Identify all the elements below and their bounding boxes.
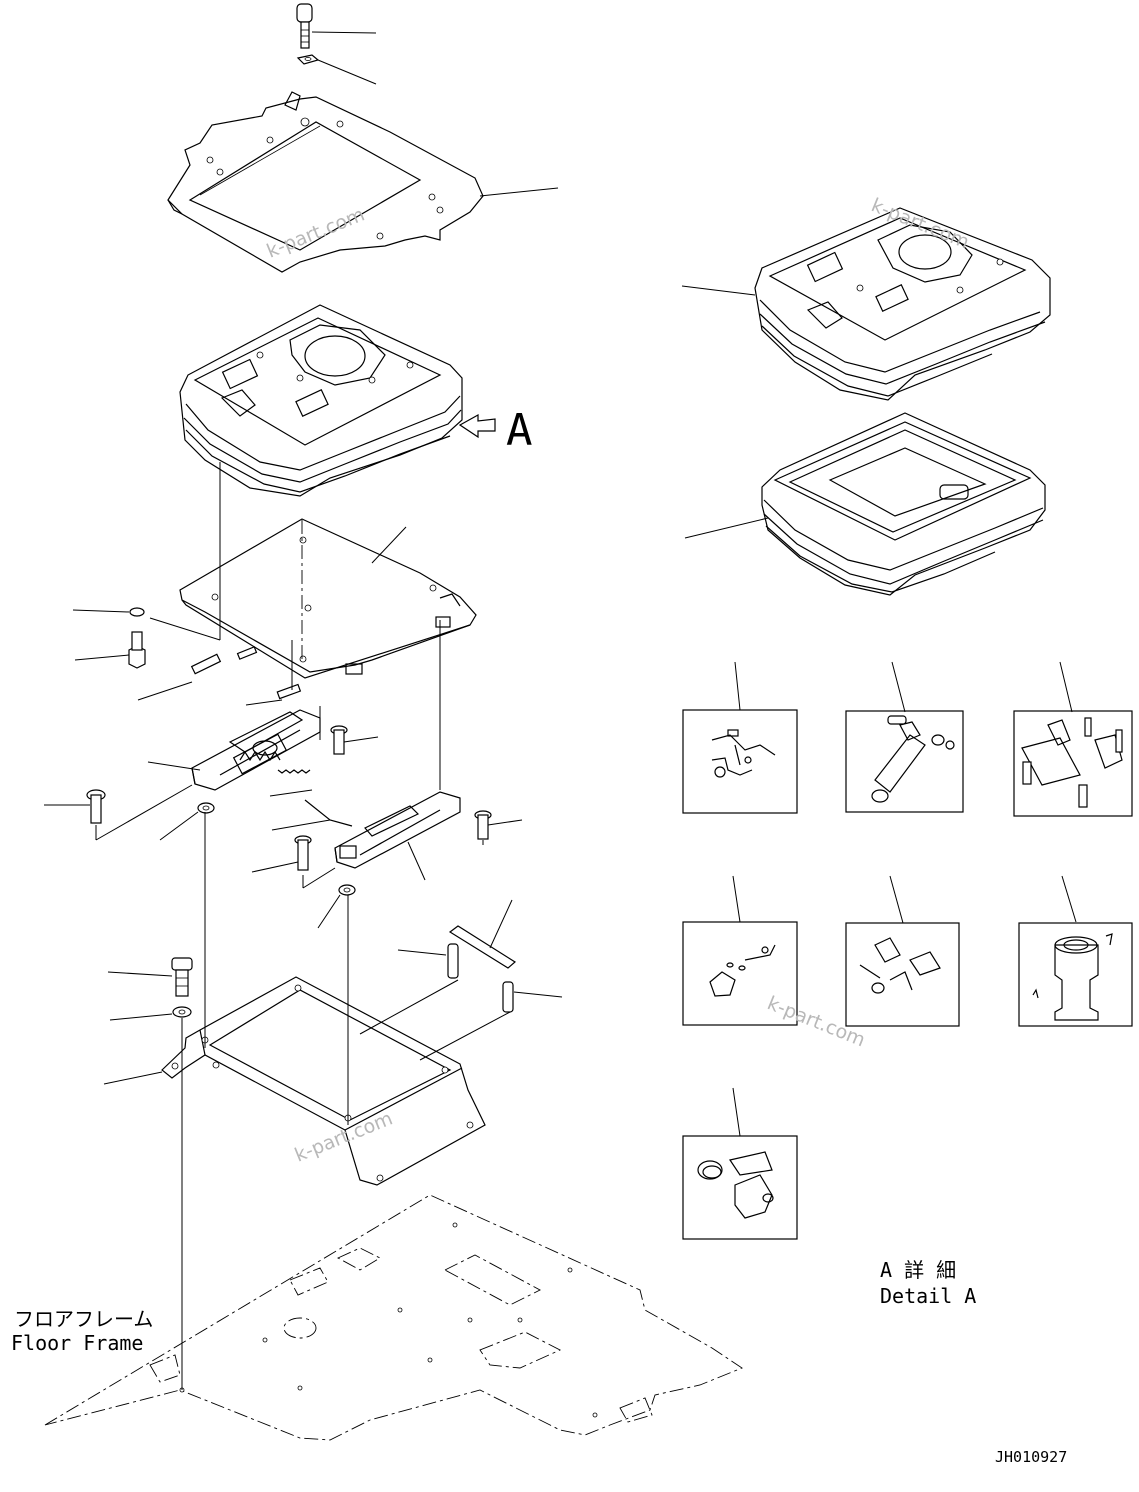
leader-detail-2 bbox=[891, 661, 906, 713]
rail-pin-lower[interactable] bbox=[276, 683, 302, 700]
detail-label-en: Detail A bbox=[880, 1284, 976, 1308]
detail-box-3[interactable] bbox=[1013, 710, 1133, 817]
leader-detail-6 bbox=[1061, 875, 1077, 923]
top-bolt[interactable] bbox=[296, 3, 313, 49]
seat-base-plate[interactable] bbox=[179, 518, 477, 679]
washer-left-1[interactable] bbox=[197, 802, 215, 814]
leader-suspension-right bbox=[681, 285, 756, 296]
seat-suspension-left[interactable] bbox=[179, 304, 463, 497]
suspension-bellows[interactable] bbox=[761, 412, 1046, 596]
washer-lower[interactable] bbox=[172, 1006, 192, 1018]
detail-box-5[interactable] bbox=[845, 922, 960, 1027]
view-arrow-label: A bbox=[506, 405, 533, 456]
leader-bellows bbox=[684, 517, 769, 539]
leader-detail-7 bbox=[732, 1087, 741, 1137]
leader-detail-5 bbox=[889, 875, 904, 924]
rail-pin-upper[interactable] bbox=[190, 653, 222, 675]
bolt-left-2[interactable] bbox=[86, 789, 106, 824]
bolt-left-1[interactable] bbox=[128, 607, 146, 669]
pin-upper[interactable] bbox=[447, 943, 459, 979]
alignment-lines bbox=[95, 462, 511, 1390]
floor-label-en: Floor Frame bbox=[11, 1331, 143, 1355]
detail-box-1[interactable] bbox=[682, 709, 798, 814]
watermark-3: k-part.com bbox=[764, 992, 868, 1051]
bolt-mid-2[interactable] bbox=[294, 835, 312, 871]
bolt-mid-1[interactable] bbox=[330, 725, 348, 755]
detail-box-7[interactable] bbox=[682, 1135, 798, 1240]
right-slide-rail[interactable] bbox=[334, 791, 461, 869]
floor-frame bbox=[44, 1194, 743, 1441]
rail-pin-small[interactable] bbox=[236, 646, 258, 660]
pin-lower[interactable] bbox=[502, 981, 514, 1013]
seat-base-bracket[interactable] bbox=[161, 976, 486, 1186]
seat-mount-bracket[interactable] bbox=[167, 91, 484, 273]
adjuster-spring[interactable] bbox=[277, 769, 353, 827]
leader-detail-4 bbox=[732, 875, 741, 923]
bolt-right-1[interactable] bbox=[474, 810, 492, 840]
floor-label-jp: フロアフレーム bbox=[14, 1307, 153, 1331]
bolt-lower-large[interactable] bbox=[171, 957, 193, 997]
seat-suspension-right[interactable] bbox=[754, 207, 1051, 401]
left-slide-rail[interactable] bbox=[191, 709, 321, 791]
view-arrow-a bbox=[458, 413, 496, 439]
detail-label-jp: A 詳 細 bbox=[880, 1258, 956, 1282]
detail-box-6-knob[interactable] bbox=[1018, 922, 1133, 1027]
detail-box-2-damper[interactable] bbox=[845, 710, 964, 813]
leader-lines-left bbox=[44, 31, 563, 1085]
lock-bar[interactable] bbox=[448, 925, 517, 969]
drawing-code: JH010927 bbox=[995, 1448, 1067, 1466]
leader-detail-1 bbox=[734, 661, 741, 711]
leader-detail-3 bbox=[1059, 661, 1073, 713]
top-washer[interactable] bbox=[296, 54, 320, 65]
washer-mid-2[interactable] bbox=[338, 884, 356, 896]
